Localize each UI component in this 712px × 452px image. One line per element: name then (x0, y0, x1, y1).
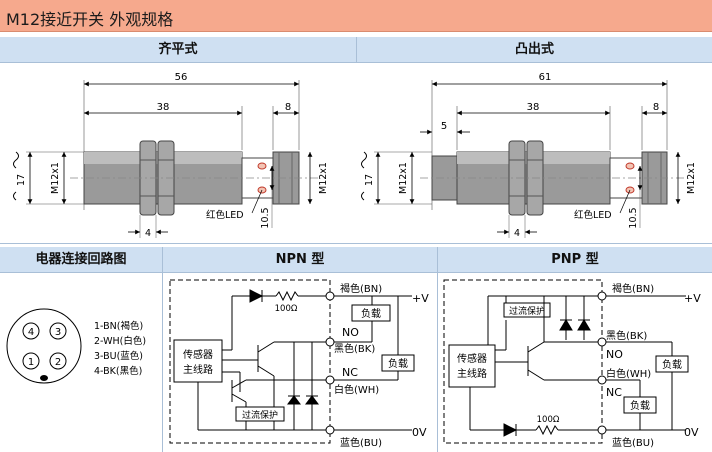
npn-overcurrent: 过流保护 (242, 409, 278, 421)
npn-load2: 负载 (388, 357, 408, 370)
npn-blue-label: 蓝色(BU) (340, 436, 382, 449)
pnp-white-label: 白色(WH) (606, 367, 651, 380)
header-pinout: 电器连接回路图 (0, 247, 162, 273)
npn-zero-v: 0V (412, 426, 427, 439)
pnp-circuit (443, 279, 689, 444)
pin-4: 4 (28, 327, 34, 338)
nonflush-led-dim: 10.5 (628, 207, 639, 228)
flush-led-label: 红色LED (206, 209, 244, 221)
npn-brown-label: 褐色(BN) (340, 282, 382, 295)
pnp-main-circuit-l2: 主线路 (457, 367, 487, 380)
pin-legend-2: 2-WH(白色) (94, 335, 146, 347)
nonflush-height-dim: 17 (364, 174, 375, 186)
npn-nc-label: NC (342, 366, 358, 379)
nonflush-protrude-dim: 5 (441, 121, 447, 132)
pnp-plus-v: +V (684, 292, 701, 305)
pnp-brown-label: 褐色(BN) (612, 282, 654, 295)
nonflush-body-dim: 38 (527, 102, 540, 113)
flush-total-dim: 56 (175, 72, 188, 83)
nonflush-total-dim: 61 (539, 72, 552, 83)
flush-thread-label: M12x1 (50, 162, 61, 194)
pnp-zero-v: 0V (684, 426, 699, 439)
divider (356, 37, 357, 63)
title-bar: M12接近开关 外观规格 (0, 0, 712, 32)
npn-black-label: 黑色(BK) (334, 342, 375, 355)
flush-body-dim: 38 (157, 102, 170, 113)
pin-3: 3 (55, 327, 61, 338)
flush-sensor-drawing (13, 80, 318, 238)
header-flush: 齐平式 (0, 37, 356, 63)
npn-main-circuit-l1: 传感器 (183, 348, 213, 361)
nonflush-thread-label: M12x1 (398, 162, 409, 194)
pin-legend-3: 3-BU(蓝色) (94, 350, 143, 362)
pnp-load2: 负载 (630, 399, 650, 412)
pnp-load1: 负载 (662, 358, 682, 371)
flush-nut-dim: 4 (145, 228, 151, 239)
connector-pinout (6, 308, 82, 384)
pnp-resistor-label: 100Ω (537, 415, 560, 425)
npn-load1: 负载 (361, 307, 381, 320)
pin-legend-1: 1-BN(褐色) (94, 320, 143, 332)
header-pnp: PNP 型 (438, 247, 712, 273)
npn-plus-v: +V (412, 292, 429, 305)
npn-no-label: NO (342, 326, 359, 339)
npn-resistor-label: 100Ω (275, 304, 298, 314)
npn-circuit (169, 279, 415, 444)
pnp-blue-label: 蓝色(BU) (612, 436, 654, 449)
nonflush-cap-dim: 8 (653, 102, 659, 113)
flush-led-dim: 10.5 (260, 207, 271, 228)
header-nonflush: 凸出式 (357, 37, 712, 63)
flush-thread-label-right: M12x1 (318, 162, 329, 194)
nonflush-led-label: 红色LED (574, 209, 612, 221)
pin-1: 1 (28, 357, 34, 368)
flush-height-dim: 17 (16, 174, 27, 186)
nonflush-nut-dim: 4 (514, 228, 520, 239)
flush-cap-dim: 8 (285, 102, 291, 113)
npn-main-circuit-l2: 主线路 (183, 363, 213, 376)
page-title: M12接近开关 外观规格 (6, 10, 174, 29)
pnp-black-label: 黑色(BK) (606, 329, 647, 342)
pin-legend-4: 4-BK(黑色) (94, 365, 142, 377)
pnp-main-circuit-l1: 传感器 (457, 352, 487, 365)
pnp-no-label: NO (606, 348, 623, 361)
pnp-nc-label: NC (606, 386, 622, 399)
pnp-overcurrent: 过流保护 (509, 305, 545, 317)
pin-2: 2 (55, 357, 61, 368)
nonflush-sensor-drawing (361, 80, 686, 238)
npn-white-label: 白色(WH) (334, 383, 379, 396)
header-npn: NPN 型 (163, 247, 437, 273)
nonflush-thread-label-right: M12x1 (686, 162, 697, 194)
table-grid (0, 243, 712, 452)
